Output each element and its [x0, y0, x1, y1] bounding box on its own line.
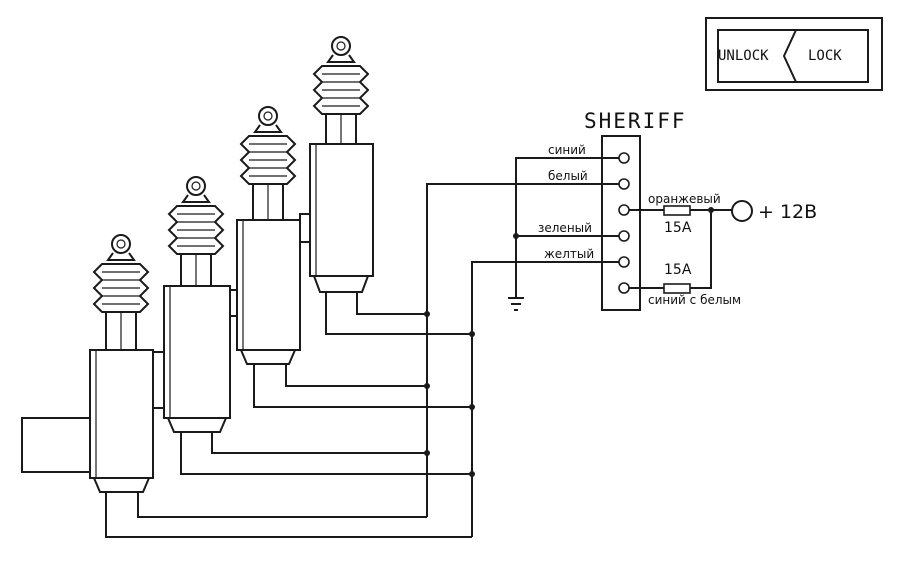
alarm-title: SHERIFF — [584, 109, 687, 133]
pin-4 — [618, 230, 630, 242]
actuator-1 — [21, 234, 165, 493]
fuse-top-label: 15А — [664, 220, 692, 236]
alarm-wiring — [426, 157, 732, 537]
pin-6 — [618, 282, 630, 294]
actuator-2 — [163, 176, 238, 433]
lock-switch-button — [717, 29, 869, 83]
pin-5 — [618, 256, 630, 268]
pin-2 — [618, 178, 630, 190]
wire-label-white: белый — [548, 169, 588, 183]
actuator-wiring — [105, 292, 475, 538]
wire-label-blue: синий — [548, 143, 586, 157]
alarm-connector — [601, 135, 641, 311]
actuator-3 — [236, 106, 311, 365]
actuator-4 — [309, 36, 374, 293]
wire-label-green: зеленый — [538, 221, 592, 235]
fuse-bottom-label: 15А — [664, 262, 692, 278]
alarm-unit: SHERIFF — [584, 109, 687, 311]
power-label: + 12В — [758, 201, 817, 223]
wire-label-yellow: желтый — [544, 247, 594, 261]
pin-1 — [618, 152, 630, 164]
power-terminal — [731, 200, 753, 222]
lock-label: LOCK — [808, 48, 842, 64]
lock-switch: UNLOCK LOCK — [705, 17, 883, 91]
fuse-top: 15А — [663, 205, 692, 236]
wire-label-blue-white: синий с белым — [648, 293, 741, 307]
wire-label-orange: оранжевый — [648, 192, 721, 206]
unlock-label: UNLOCK — [718, 48, 769, 64]
fuse-bottom: 15А — [663, 262, 692, 294]
pin-3 — [618, 204, 630, 216]
